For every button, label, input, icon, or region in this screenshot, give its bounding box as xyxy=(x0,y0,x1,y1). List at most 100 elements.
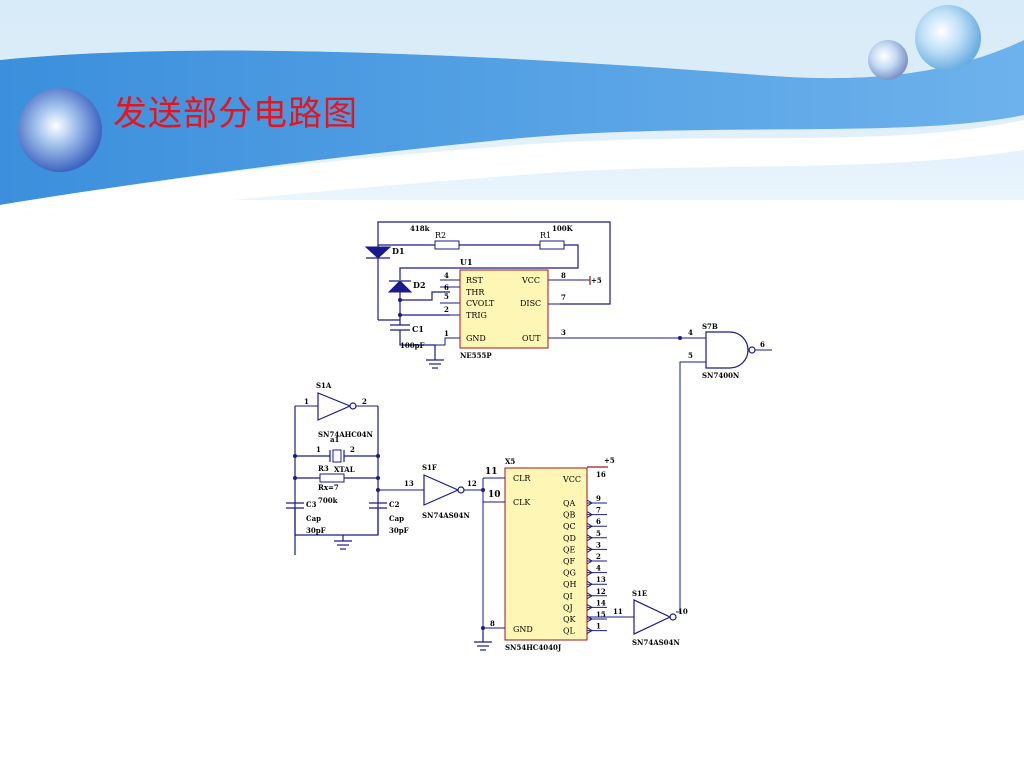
counter-supply: +5 xyxy=(604,456,615,465)
pin-label: QC xyxy=(563,522,576,531)
pin-number: 2 xyxy=(362,397,367,406)
cap-c2-value: 30pF xyxy=(389,526,409,535)
pin-number: 15 xyxy=(596,610,606,619)
pin-number: 2 xyxy=(596,552,601,561)
timer-ref: U1 xyxy=(460,257,473,267)
pin-number: 10 xyxy=(488,490,501,500)
nand-gate-section: S7B SN7400N 4 5 6 xyxy=(678,322,772,612)
cap-c3-label: Cap xyxy=(306,514,321,523)
pin-label: CVOLT xyxy=(466,299,495,308)
pin-label: CLR xyxy=(513,474,531,483)
osc-inverter-ref: S1A xyxy=(316,381,332,390)
pin-label: QB xyxy=(563,511,576,520)
pin-label: CLK xyxy=(513,498,531,507)
pin-label: RST xyxy=(466,276,484,285)
pin-number: 8 xyxy=(561,271,566,280)
pin-label: GND xyxy=(466,334,486,343)
inverter-mid-section: S1F SN74AS04N 13 12 xyxy=(404,463,505,520)
pin-label: VCC xyxy=(521,276,540,285)
resistor-r1-ref: R1 xyxy=(540,231,551,240)
pin-number: 11 xyxy=(613,607,623,616)
inverter-out-section: S1E SN74AS04N 11 10 xyxy=(613,589,688,647)
pin-number: 1 xyxy=(596,622,601,631)
inverter-out-part: SN74AS04N xyxy=(632,638,680,647)
pin-number: 3 xyxy=(561,328,566,337)
pin-number: 6 xyxy=(444,283,449,292)
resistor-r3-ref: R3 xyxy=(318,464,329,473)
ground-symbol xyxy=(474,641,492,651)
cap-c3-value: 30pF xyxy=(306,526,326,535)
diode-d2 xyxy=(387,280,413,293)
pin-number: 14 xyxy=(596,598,606,607)
osc-inverter-part: SN74AHC04N xyxy=(318,430,374,439)
pin-number: 1 xyxy=(304,397,309,406)
ground-symbol xyxy=(334,540,352,550)
inverter-mid-part: SN74AS04N xyxy=(422,511,470,520)
pin-label: GND xyxy=(513,625,533,634)
inverter-mid-ref: S1F xyxy=(422,463,437,472)
pin-number: 13 xyxy=(404,479,414,488)
crystal xyxy=(332,449,342,463)
nand-gate xyxy=(705,331,749,369)
pin-label: DISC xyxy=(520,299,541,308)
nand-ref: S7B xyxy=(702,322,718,331)
pin-number: 12 xyxy=(467,479,477,488)
timer-section: D1 418k R2 100K R1 D2 C1 100pF xyxy=(364,221,680,369)
timer-supply: +5 xyxy=(591,276,602,285)
resistor-r2-ref: R2 xyxy=(435,231,446,240)
pin-number: 9 xyxy=(596,494,601,503)
pin-number: 13 xyxy=(596,575,606,584)
pin-number: 10 xyxy=(678,607,688,616)
pin-number: 1 xyxy=(316,445,321,454)
cap-c1-value: 100pF xyxy=(400,341,425,350)
ground-symbol xyxy=(426,359,444,369)
counter-section: X5 SN54HC4040J CLR CLK GND 11 10 8 VCC16… xyxy=(474,456,634,652)
nand-part: SN7400N xyxy=(702,371,740,380)
crystal-label: XTAL xyxy=(334,465,355,474)
pin-label: QE xyxy=(563,545,576,554)
inverter-out xyxy=(633,599,672,635)
pin-number: 4 xyxy=(688,328,693,337)
resistor-r1-value: 100K xyxy=(552,224,574,233)
pin-number: 16 xyxy=(596,470,606,479)
pin-number: 12 xyxy=(596,587,606,596)
inverter-out-ref: S1E xyxy=(632,589,647,598)
diode-d1-label: D1 xyxy=(392,246,405,256)
resistor-r3 xyxy=(319,473,345,483)
pin-label: QK xyxy=(563,615,577,624)
osc-inverter xyxy=(317,392,352,421)
pin-label: QJ xyxy=(563,603,573,612)
pin-label: THR xyxy=(466,288,485,297)
resistor-r4-value: 700k xyxy=(318,496,338,505)
resistor-r2-value: 418k xyxy=(410,224,430,233)
pin-number: 4 xyxy=(596,564,601,573)
pin-number: 6 xyxy=(596,517,601,526)
pin-number: 2 xyxy=(350,445,355,454)
pin-number: 1 xyxy=(444,329,449,338)
counter-part: SN54HC4040J xyxy=(505,643,562,652)
pin-label: QL xyxy=(563,627,576,636)
diode-d2-label: D2 xyxy=(413,280,426,290)
resistor-r1 xyxy=(539,240,565,250)
pin-number: 5 xyxy=(688,351,693,360)
pin-label: QH xyxy=(563,580,577,589)
pin-label: QG xyxy=(563,569,576,578)
pin-label: QF xyxy=(563,557,576,566)
pin-label: TRIG xyxy=(466,311,487,320)
timer-chip xyxy=(459,269,549,349)
pin-label: QA xyxy=(563,499,576,508)
cap-c1-ref: C1 xyxy=(412,324,424,334)
counter-right-pins: VCC16QA9QB7QC6QD5QE3QF2QG4QH13QI12QJ14QK… xyxy=(562,470,607,636)
pin-number: 11 xyxy=(485,467,498,477)
pin-number: 5 xyxy=(596,529,601,538)
resistor-r2 xyxy=(434,240,460,250)
pin-number: 5 xyxy=(444,292,449,301)
timer-part: NE555P xyxy=(460,351,492,360)
crystal-ref: a1 xyxy=(330,435,340,444)
cap-c3-ref: C3 xyxy=(306,500,317,509)
pin-number: 7 xyxy=(561,293,566,302)
cap-c2-label: Cap xyxy=(389,514,404,523)
counter-chip xyxy=(504,467,588,641)
